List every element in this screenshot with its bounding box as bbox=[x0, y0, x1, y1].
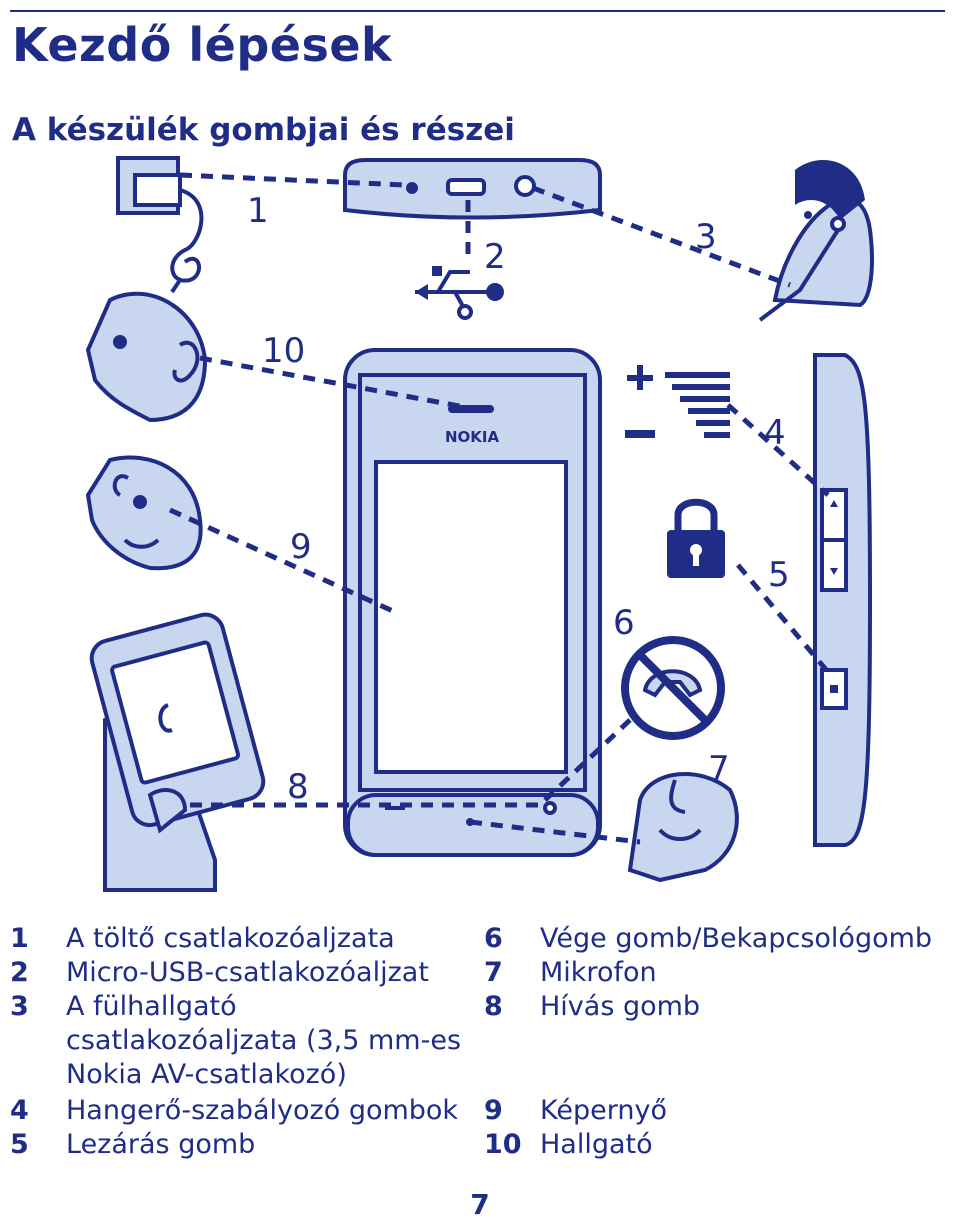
legend-text: Nokia AV-csatlakozó) bbox=[66, 1059, 347, 1090]
callout-8: 8 bbox=[287, 767, 309, 807]
top-rule bbox=[10, 10, 945, 12]
lock-icon bbox=[667, 498, 725, 578]
legend-number: 9 bbox=[484, 1095, 503, 1126]
callout-1: 1 bbox=[247, 191, 269, 231]
phone-top-edge bbox=[343, 158, 602, 220]
volume-icon bbox=[625, 365, 730, 438]
callout-3: 3 bbox=[695, 217, 717, 257]
legend-item: csatlakozóaljzata (3,5 mm-es bbox=[10, 1024, 461, 1058]
legend-item: 3 A fülhallgató bbox=[10, 990, 237, 1024]
legend-item: 5 Lezárás gomb bbox=[10, 1128, 255, 1162]
legend-item: 2 Micro-USB-csatlakozóaljzat bbox=[10, 956, 429, 990]
legend-text: Hívás gomb bbox=[540, 991, 701, 1022]
page-number: 7 bbox=[470, 1188, 490, 1221]
legend-item: 1 A töltő csatlakozóaljzata bbox=[10, 922, 395, 956]
device-diagram: .ol { stroke:#1f2d86; stroke-width:4; fi… bbox=[85, 156, 874, 892]
page-title: Kezdő lépések bbox=[12, 18, 393, 72]
legend-number: 6 bbox=[484, 923, 503, 954]
callout-6: 6 bbox=[613, 603, 635, 643]
callout-10: 10 bbox=[262, 331, 305, 371]
legend-number: 1 bbox=[10, 923, 29, 954]
legend-text: Micro-USB-csatlakozóaljzat bbox=[66, 957, 429, 988]
face-icon bbox=[85, 455, 203, 571]
legend-text: A fülhallgató bbox=[66, 991, 237, 1022]
legend-number: 10 bbox=[484, 1129, 522, 1160]
legend-item: 6 Vége gomb/Bekapcsológomb bbox=[484, 922, 932, 956]
legend-number: 7 bbox=[484, 957, 503, 988]
legend-text: A töltő csatlakozóaljzata bbox=[66, 923, 395, 954]
callout-4: 4 bbox=[764, 413, 786, 453]
legend-number: 2 bbox=[10, 957, 29, 988]
headset-person-icon bbox=[758, 160, 874, 322]
legend-text: Lezárás gomb bbox=[66, 1129, 256, 1160]
legend-text: Hangerő-szabályozó gombok bbox=[66, 1095, 459, 1126]
hand-phone-icon bbox=[89, 612, 266, 892]
legend-item: 9 Képernyő bbox=[484, 1094, 667, 1128]
phone-front: NOKIA bbox=[343, 348, 602, 857]
legend-number: 3 bbox=[10, 991, 29, 1022]
legend-text: csatlakozóaljzata (3,5 mm-es bbox=[66, 1025, 462, 1056]
callout-7: 7 bbox=[708, 749, 730, 789]
callout-9: 9 bbox=[290, 527, 312, 567]
legend-number: 5 bbox=[10, 1129, 29, 1160]
legend-item: 4 Hangerő-szabályozó gombok bbox=[10, 1094, 458, 1128]
legend-number bbox=[10, 1058, 66, 1092]
mouth-icon bbox=[627, 772, 739, 883]
no-call-icon bbox=[621, 636, 725, 740]
callout-5: 5 bbox=[768, 555, 790, 595]
legend-text: Képernyő bbox=[540, 1095, 667, 1126]
legend-number bbox=[10, 1024, 66, 1058]
callout-2: 2 bbox=[484, 237, 506, 277]
usb-icon bbox=[415, 266, 504, 320]
legend-item: 7 Mikrofon bbox=[484, 956, 657, 990]
phone-side bbox=[813, 353, 873, 847]
ear-icon bbox=[85, 291, 208, 423]
legend-number: 8 bbox=[484, 991, 503, 1022]
legend-text: Mikrofon bbox=[540, 957, 657, 988]
section-subtitle: A készülék gombjai és részei bbox=[12, 112, 515, 148]
brand-logo: NOKIA bbox=[445, 428, 500, 446]
legend-item: 10 Hallgató bbox=[484, 1128, 653, 1162]
legend-number: 4 bbox=[10, 1095, 29, 1126]
legend-item: Nokia AV-csatlakozó) bbox=[10, 1058, 347, 1092]
legend-text: Hallgató bbox=[540, 1129, 653, 1160]
legend-item: 8 Hívás gomb bbox=[484, 990, 700, 1024]
charger-icon bbox=[116, 156, 204, 294]
legend-text: Vége gomb/Bekapcsológomb bbox=[540, 923, 933, 954]
